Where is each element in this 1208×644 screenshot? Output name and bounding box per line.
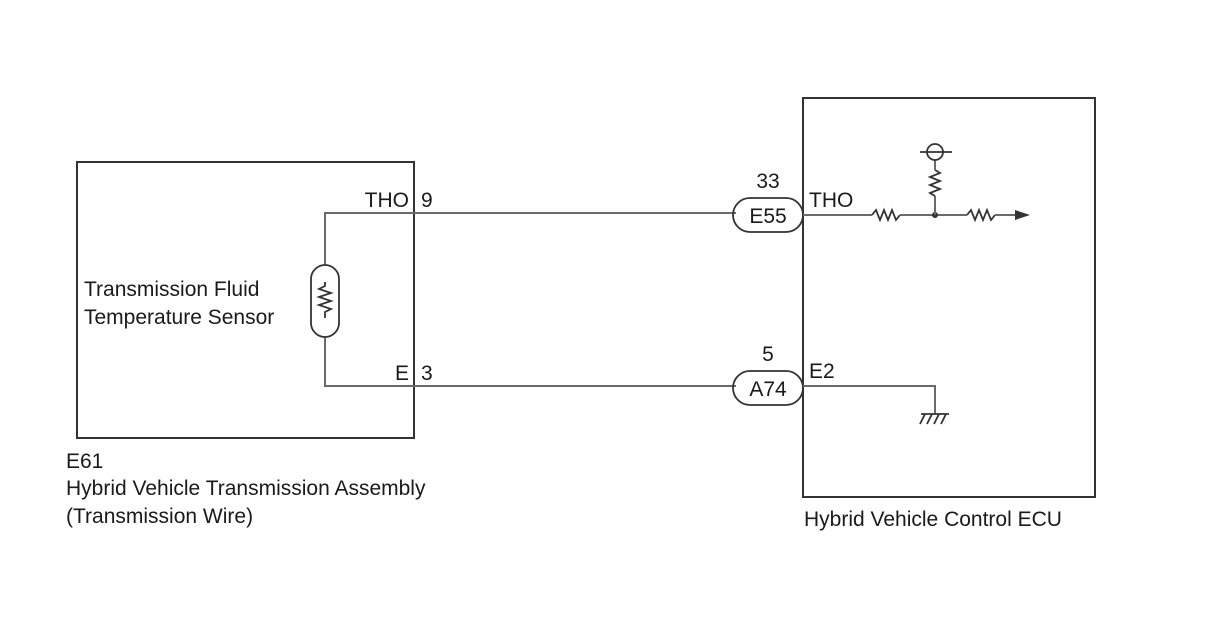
connector-e55-pin: 33 (756, 170, 779, 193)
connector-a74 (732, 370, 804, 406)
assembly-code: E61 (66, 450, 103, 473)
sensor-pin-tho-label: THO (365, 189, 409, 212)
sensor-pin-tho-number: 9 (421, 189, 433, 212)
sensor-label-line1: Transmission Fluid (84, 278, 259, 301)
ecu-pin-tho-label: THO (809, 189, 853, 212)
assembly-name-line1: Hybrid Vehicle Transmission Assembly (66, 477, 426, 500)
sensor-pin-e-label: E (395, 362, 409, 385)
ecu-name: Hybrid Vehicle Control ECU (804, 508, 1062, 531)
assembly-name-line2: (Transmission Wire) (66, 505, 253, 528)
signal-arrow-icon (1015, 210, 1030, 220)
sensor-wire-bottom (324, 337, 414, 387)
connector-a74-id: A74 (749, 378, 787, 401)
ecu-ground-wire (803, 385, 936, 414)
connector-a74-pin: 5 (762, 343, 774, 366)
sensor-label-line2: Temperature Sensor (84, 306, 274, 329)
sensor-wire-top (324, 212, 414, 265)
connector-e55-id: E55 (749, 205, 786, 228)
power-supply-icon (920, 143, 952, 161)
ground-icon (919, 413, 949, 425)
ecu-tho-circuit (803, 160, 1030, 223)
ecu-box (802, 97, 1096, 498)
thermistor-icon (310, 264, 340, 338)
ecu-pin-e2-label: E2 (809, 360, 835, 383)
sensor-pin-e-number: 3 (421, 362, 433, 385)
transmission-assembly-box (76, 161, 415, 439)
